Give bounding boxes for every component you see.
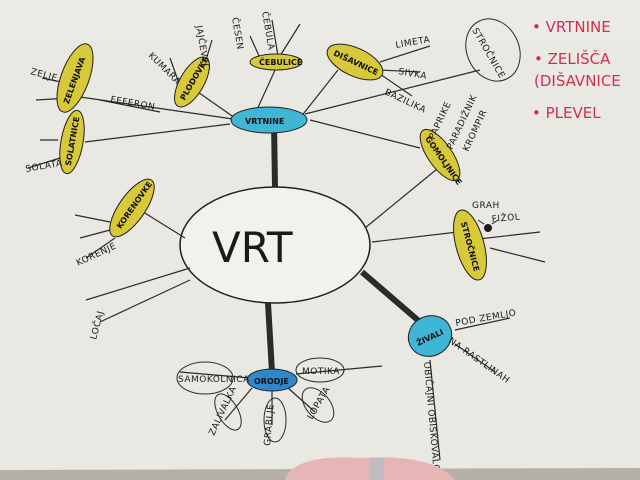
node-zivali: ŽIVALI <box>407 315 453 357</box>
pink-towel <box>285 457 455 480</box>
insect-doodle <box>477 219 499 232</box>
paper-highlight <box>0 0 640 40</box>
legend-item-vrtnine: • VRTNINE <box>532 18 611 36</box>
word-samokolnica: SAMOKOLNICA <box>178 375 250 385</box>
word-grah: GRAH <box>472 201 500 211</box>
legend-item-zelisca: • ZELIŠČA <box>534 49 611 68</box>
svg-text:ORODJE: ORODJE <box>254 377 289 386</box>
word-fizol: FIŽOL <box>491 211 521 225</box>
connector-orodje <box>265 302 275 373</box>
node-strocnice: STROČNICE <box>453 209 487 281</box>
connector-zivali <box>360 269 422 325</box>
word-grablje: GRABLJE <box>263 403 277 446</box>
node-vrtnine: VRTNINE <box>230 106 308 134</box>
node-orodje: ORODJE <box>246 368 298 392</box>
legend: • VRTNINE • ZELIŠČA (DIŠAVNICE • PLEVEL <box>532 18 621 122</box>
svg-text:ČEBULICE: ČEBULICE <box>259 56 302 67</box>
legend-item-disavnice: (DIŠAVNICE <box>534 71 621 90</box>
legend-item-plevel: • PLEVEL <box>532 104 601 122</box>
word-motika: MOTIKA <box>302 367 340 377</box>
thin-connectors <box>27 19 546 461</box>
node-solatnice: SOLATNICE <box>59 109 85 175</box>
node-cebulice: ČEBULICE <box>249 53 303 71</box>
svg-text:VRTNINE: VRTNINE <box>245 117 284 126</box>
center-label: VRT <box>212 223 293 272</box>
word-ovals <box>176 18 521 443</box>
